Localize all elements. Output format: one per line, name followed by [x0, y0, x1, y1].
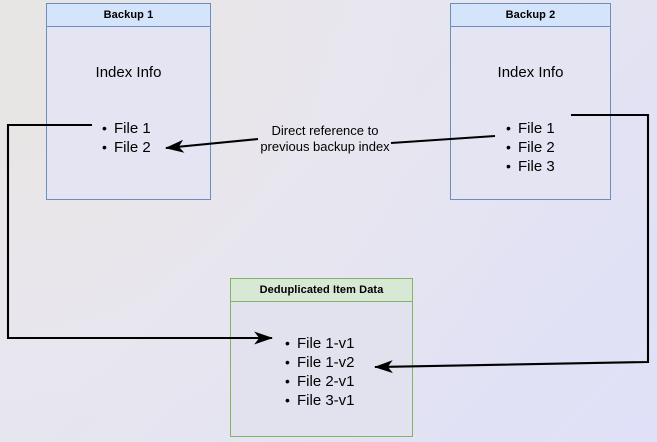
backup-2-box[interactable]: Backup 2 Index Info File 1 File 2 File 3 — [450, 3, 611, 200]
list-item: File 1 — [506, 119, 555, 138]
backup-1-body: Index Info File 1 File 2 — [47, 27, 210, 199]
list-item: File 3 — [506, 157, 555, 176]
list-item: File 1-v2 — [285, 353, 354, 372]
list-item: File 2 — [102, 138, 151, 157]
list-item: File 3-v1 — [285, 391, 354, 410]
backup-1-header: Backup 1 — [47, 4, 210, 27]
list-item: File 2-v1 — [285, 372, 354, 391]
deduplicated-item-data-box[interactable]: Deduplicated Item Data File 1-v1 File 1-… — [230, 278, 413, 437]
list-item: File 1-v1 — [285, 334, 354, 353]
dedup-item-list: File 1-v1 File 1-v2 File 2-v1 File 3-v1 — [283, 334, 354, 410]
backup-2-header: Backup 2 — [451, 4, 610, 27]
backup-1-index-title: Index Info — [95, 64, 162, 81]
list-item: File 2 — [506, 138, 555, 157]
list-item: File 1 — [102, 119, 151, 138]
backup-1-file-list: File 1 File 2 — [100, 119, 151, 157]
backup-1-box[interactable]: Backup 1 Index Info File 1 File 2 — [46, 3, 211, 200]
backup-2-index-title: Index Info — [497, 64, 564, 81]
deduplicated-item-data-body: File 1-v1 File 1-v2 File 2-v1 File 3-v1 — [231, 302, 412, 436]
backup-2-file-list: File 1 File 2 File 3 — [504, 119, 555, 176]
direct-reference-label: Direct reference to previous backup inde… — [260, 123, 390, 154]
backup-2-body: Index Info File 1 File 2 File 3 — [451, 27, 610, 199]
deduplicated-item-data-header: Deduplicated Item Data — [231, 279, 412, 302]
